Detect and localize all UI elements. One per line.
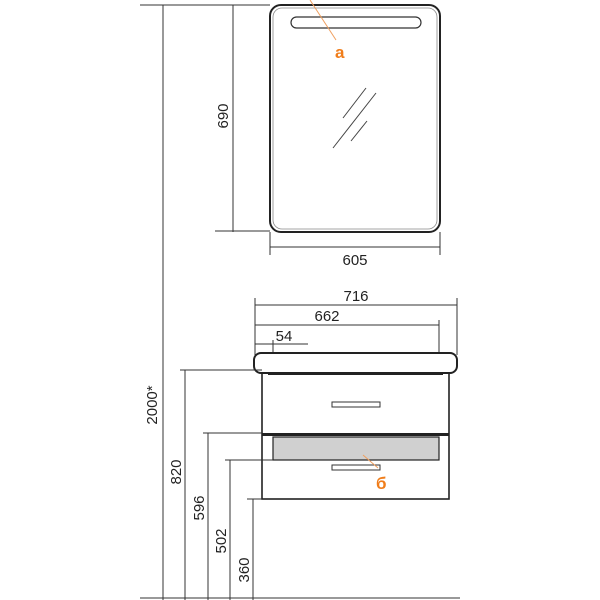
upper-drawer-handle	[331, 401, 381, 408]
height-dimensions: 820 596 502 360	[168, 369, 273, 600]
countertop	[253, 352, 458, 374]
mirror-width-label: 605	[342, 252, 367, 269]
lower-drawer-handle	[331, 464, 381, 471]
mirror-height-dimension: 690	[215, 5, 270, 232]
mirror-glass-icon	[332, 87, 377, 149]
countertop-width-label: 716	[343, 288, 368, 305]
total-height-dimension: 2000*	[140, 4, 460, 600]
offset-label: 54	[276, 328, 293, 345]
height-502-label: 502	[213, 528, 230, 553]
vanity-cabinet: б	[253, 352, 458, 500]
mirror: а	[269, 0, 441, 233]
mirror-light-bar	[290, 16, 422, 29]
cabinet-width-dimensions: 716 662 54	[254, 288, 458, 372]
mirror-height-label: 690	[215, 103, 232, 128]
body-width-label: 662	[314, 308, 339, 325]
mirror-width-dimension: 605	[269, 232, 441, 269]
marker-b: б	[376, 474, 387, 493]
marker-a-leader	[309, 0, 337, 41]
marker-a: а	[335, 43, 345, 62]
total-height-label: 2000*	[144, 385, 161, 424]
marker-b-leader	[362, 454, 379, 469]
height-360-label: 360	[236, 557, 253, 582]
height-820-label: 820	[168, 459, 185, 484]
height-596-label: 596	[191, 495, 208, 520]
open-shelf-panel	[272, 436, 440, 461]
